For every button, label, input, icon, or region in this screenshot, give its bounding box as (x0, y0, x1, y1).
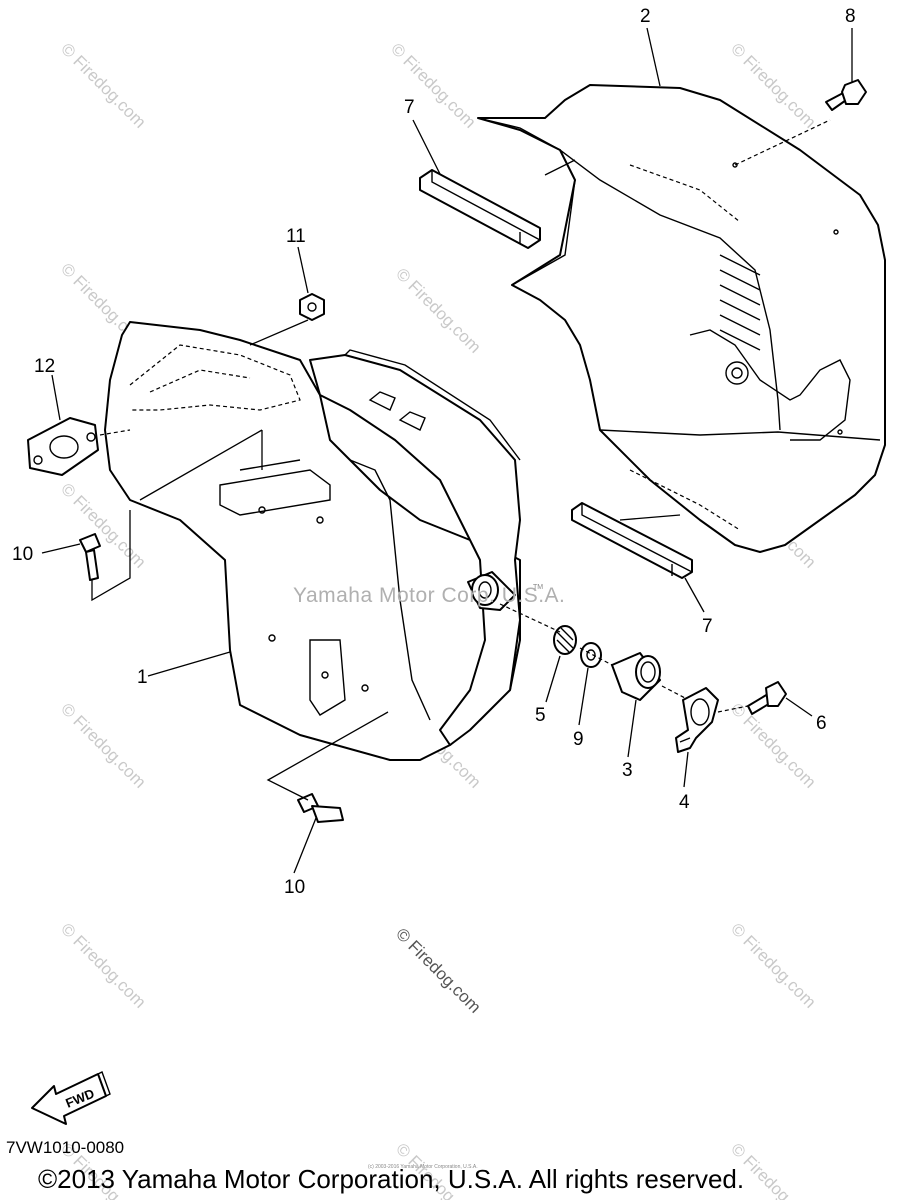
yamaha-watermark: Yamaha Motor Corp. U.S.A. (293, 584, 565, 607)
callout-leaders (41, 27, 853, 874)
fwd-arrow: FWD (31, 1071, 111, 1125)
callout-labels: 1 2 3 4 5 6 7 7 8 9 10 10 11 12 (12, 6, 856, 898)
part-10-bolt-lower (297, 793, 344, 823)
watermark-text: © Firedog.com (392, 264, 484, 356)
part-12-gasket (27, 417, 99, 476)
callout-7-lower: 7 (702, 616, 713, 637)
part-9-washer (580, 642, 602, 668)
part-8-bolt (825, 79, 867, 111)
part-7-seal-lower (571, 502, 693, 579)
callout-5: 5 (535, 705, 546, 726)
assembly-lines (91, 159, 749, 801)
callout-9: 9 (573, 729, 584, 750)
watermark-text: © Firedog.com (727, 699, 819, 791)
watermark-text: © Firedog.com (387, 39, 479, 131)
part-7-seal-upper (419, 169, 541, 249)
diagram-code: 7VW1010-0080 (6, 1138, 124, 1157)
callout-3: 3 (622, 760, 633, 781)
callout-11: 11 (286, 226, 306, 247)
callout-6: 6 (816, 713, 827, 734)
callout-8: 8 (845, 6, 856, 27)
part-10-bolt-upper (79, 533, 101, 581)
watermark-text: © Firedog.com (727, 919, 819, 1011)
callout-1: 1 (137, 667, 148, 688)
part-4-clamp (675, 687, 719, 753)
part-2-cover (477, 84, 886, 553)
watermark-text: © Firedog.com (57, 699, 149, 791)
watermark-text: © Firedog.com (57, 919, 149, 1011)
yamaha-watermark-tm: TM (533, 584, 543, 591)
part-3-bushing (611, 652, 661, 701)
part-5-screen (553, 625, 577, 655)
part-6-bolt (747, 681, 787, 715)
copyright-text: ©2013 Yamaha Motor Corporation, U.S.A. A… (38, 1164, 744, 1194)
part-1-muffler (104, 321, 521, 761)
callout-4: 4 (679, 792, 690, 813)
callout-12: 12 (34, 356, 55, 377)
firedog-center-watermark: © Firedog.com (392, 924, 484, 1016)
callout-7-upper: 7 (404, 97, 415, 118)
callout-10-lower: 10 (284, 877, 305, 898)
watermark-text: © Firedog.com (57, 39, 149, 131)
part-11-nut (299, 293, 325, 321)
callout-2: 2 (640, 6, 651, 27)
tiny-copyright: (c) 2003-2016 Yamaha Motor Corporation, … (368, 1164, 478, 1170)
callout-10-upper: 10 (12, 544, 33, 565)
